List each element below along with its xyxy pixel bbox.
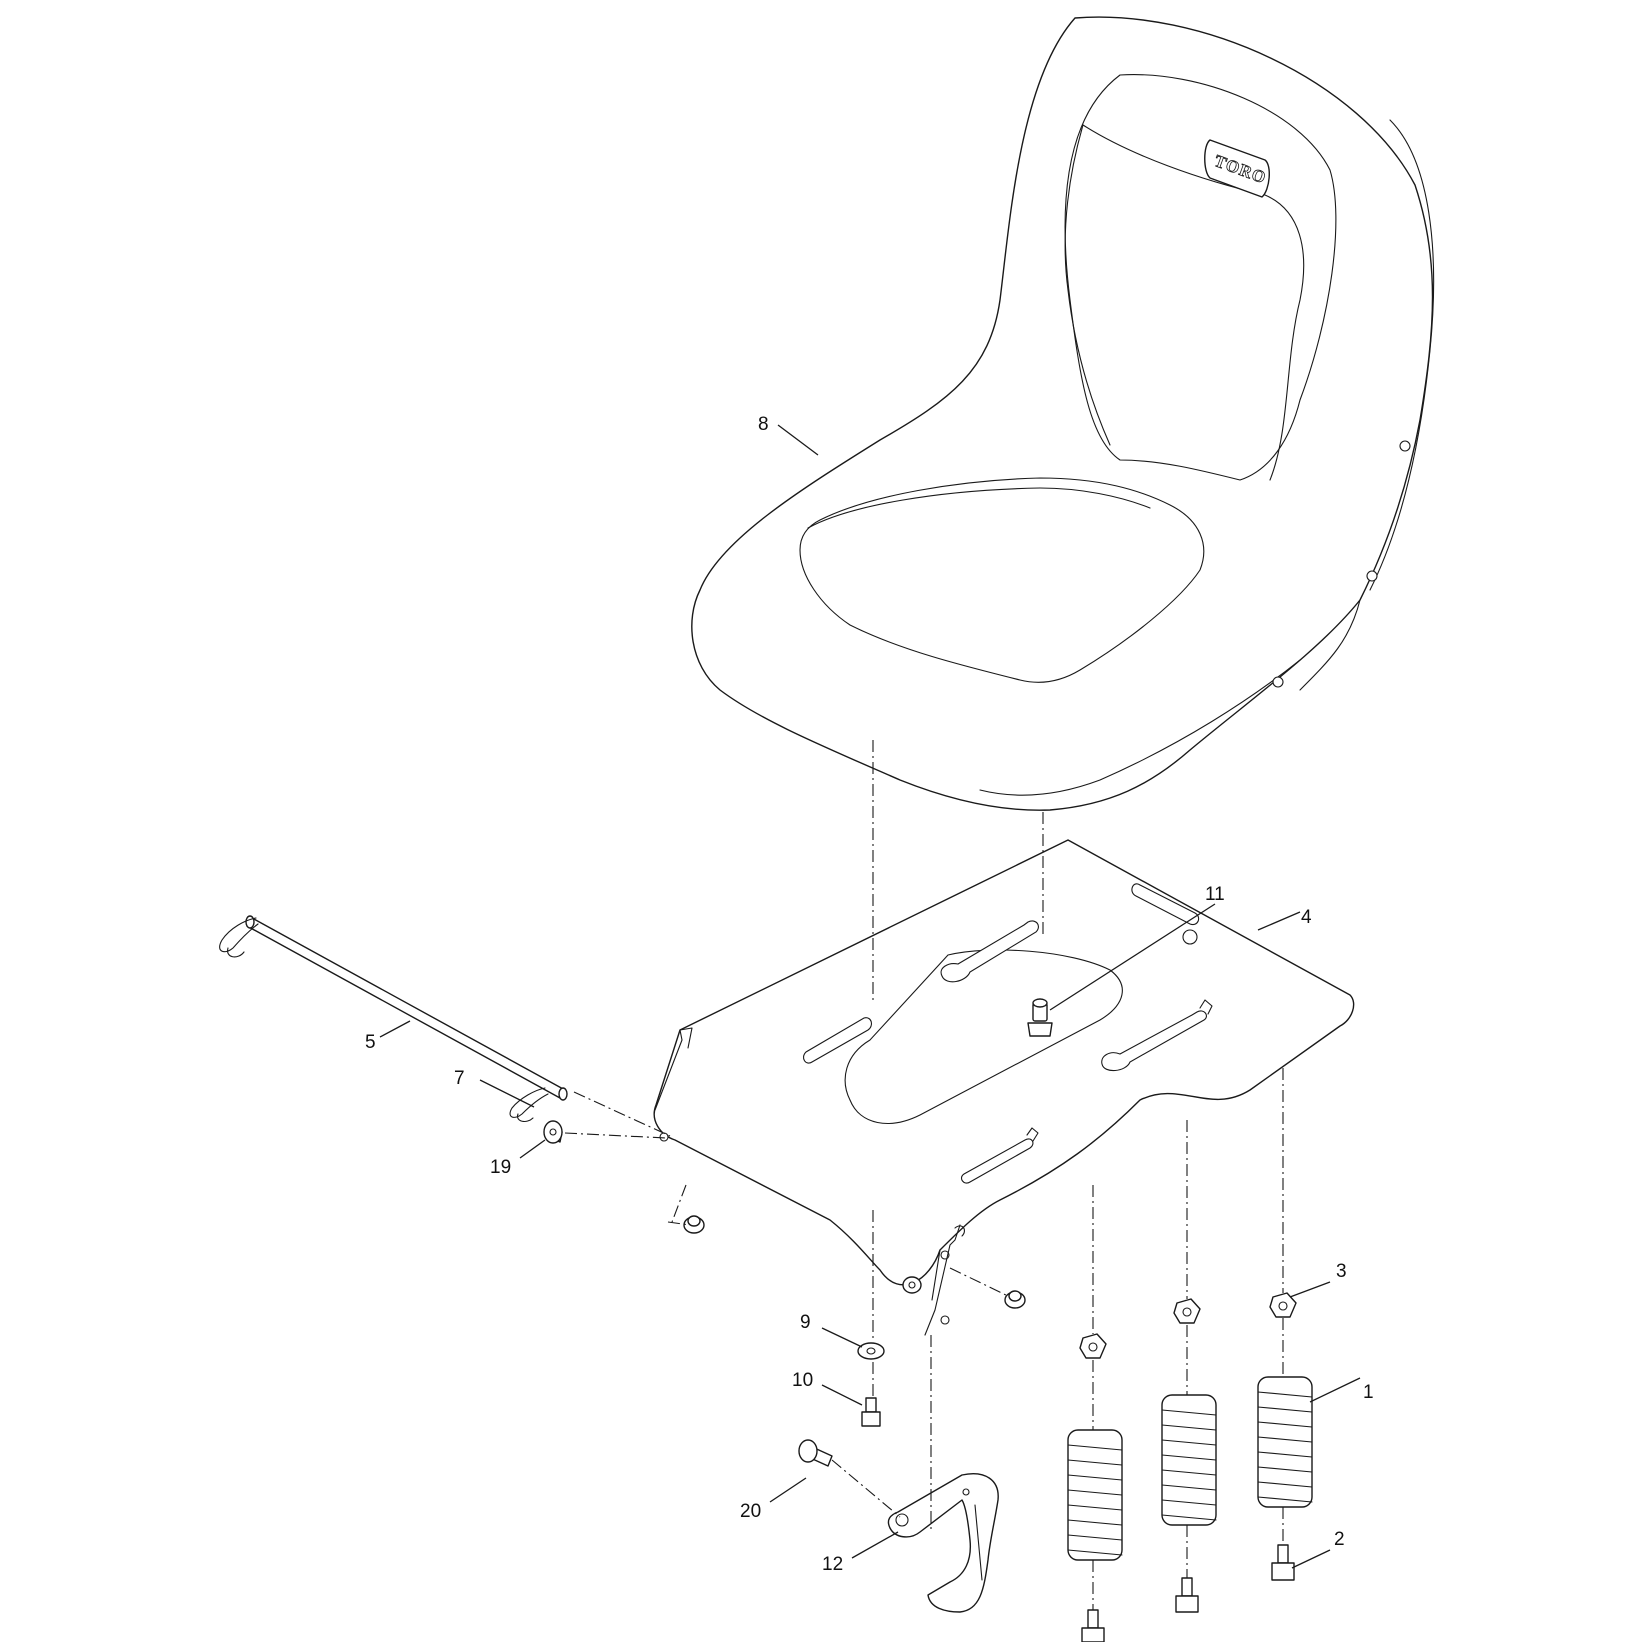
nut-left xyxy=(1079,1333,1107,1359)
seat-plate xyxy=(653,839,1355,1336)
callout-7: 7 xyxy=(454,1068,465,1089)
nut-right xyxy=(1269,1292,1297,1318)
bolt-middle xyxy=(1175,1577,1199,1613)
bolt-right xyxy=(1271,1544,1295,1581)
nut-middle xyxy=(1173,1298,1201,1324)
callout-8: 8 xyxy=(758,414,769,435)
callout-3: 3 xyxy=(1336,1261,1347,1282)
bolt-10 xyxy=(861,1397,881,1427)
pivot-rod xyxy=(245,915,568,1101)
clevis-pin xyxy=(798,1439,833,1467)
flange-nut-right xyxy=(1004,1290,1026,1309)
hairpin-clip-top xyxy=(219,917,259,958)
callout-4: 4 xyxy=(1301,907,1312,928)
assembly-centerlines xyxy=(564,740,1284,1610)
callout-12: 12 xyxy=(822,1554,843,1575)
callout-5: 5 xyxy=(365,1032,376,1053)
spring-right xyxy=(1257,1376,1313,1508)
bolt-left xyxy=(1081,1609,1105,1642)
latch-bracket xyxy=(887,1473,999,1613)
spring-left xyxy=(1067,1429,1123,1561)
callout-leaders xyxy=(379,424,1361,1569)
toro-logo: TORO xyxy=(1204,139,1270,198)
callout-10: 10 xyxy=(792,1370,813,1391)
callout-19: 19 xyxy=(490,1157,511,1178)
locknut-bracket xyxy=(902,1276,922,1294)
seat: TORO xyxy=(691,16,1435,811)
flange-nut-left xyxy=(683,1215,705,1234)
spring-middle xyxy=(1161,1394,1217,1526)
hairpin-clip-bottom xyxy=(509,1087,549,1123)
shoulder-bolt xyxy=(543,1120,563,1144)
callout-1: 1 xyxy=(1363,1382,1374,1403)
callout-labels: 1 2 3 4 5 7 8 9 10 11 12 19 20 xyxy=(365,414,1374,1575)
callout-20: 20 xyxy=(740,1501,761,1522)
callout-11: 11 xyxy=(1205,884,1225,905)
callout-2: 2 xyxy=(1334,1529,1345,1550)
flat-washer xyxy=(857,1342,885,1360)
callout-9: 9 xyxy=(800,1312,811,1333)
center-bolt xyxy=(1027,998,1053,1037)
